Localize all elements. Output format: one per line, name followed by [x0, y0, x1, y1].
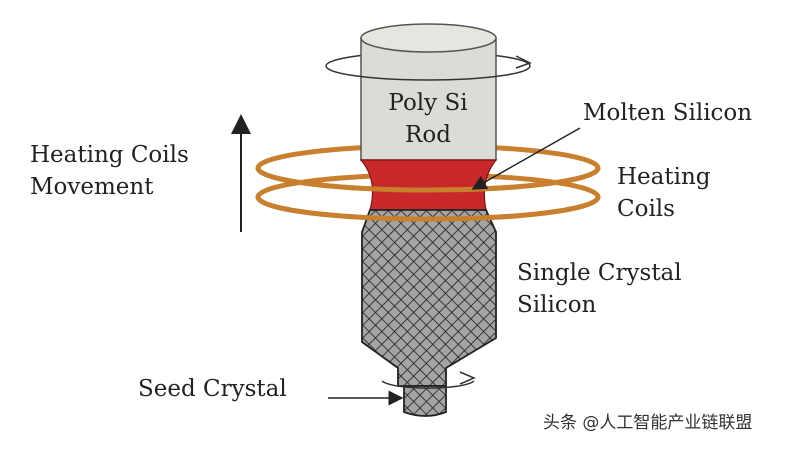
poly-si-rod [360, 23, 497, 161]
coil-movement-label: Heating Coils Movement [30, 139, 189, 203]
seed-crystal [403, 385, 447, 417]
single-crystal-label-line2: Silicon [517, 292, 597, 318]
heating-coils [255, 167, 601, 222]
single-crystal-label-line1: Single Crystal [517, 260, 682, 286]
heating-coils-label-line1: Heating [617, 164, 711, 190]
poly-rod-label-line1: Poly Si [388, 90, 468, 116]
coil-movement-label-line2: Movement [30, 174, 154, 200]
coil-movement-label-line1: Heating Coils [30, 142, 189, 168]
rod-rotation-arrow [325, 65, 531, 81]
seed-rotation-arrowhead-icon [459, 371, 476, 385]
single-crystal-label: Single Crystal Silicon [517, 257, 682, 321]
heating-coils-label: Heating Coils [617, 161, 711, 225]
seed-crystal-label: Seed Crystal [138, 376, 287, 402]
molten-silicon-pointer [471, 127, 581, 190]
poly-rod-label: Poly Si Rod [364, 87, 492, 151]
single-crystal-body [361, 209, 497, 387]
molten-zone [359, 159, 498, 211]
poly-rod-label-line2: Rod [405, 122, 451, 148]
watermark: 头条 @人工智能产业链联盟 [543, 413, 753, 433]
seed-rotation-arrow [381, 380, 475, 389]
molten-silicon-label: Molten Silicon [583, 100, 753, 126]
heating-coils-label-line2: Coils [617, 196, 675, 222]
rod-rotation-arrowhead-icon [515, 55, 532, 69]
